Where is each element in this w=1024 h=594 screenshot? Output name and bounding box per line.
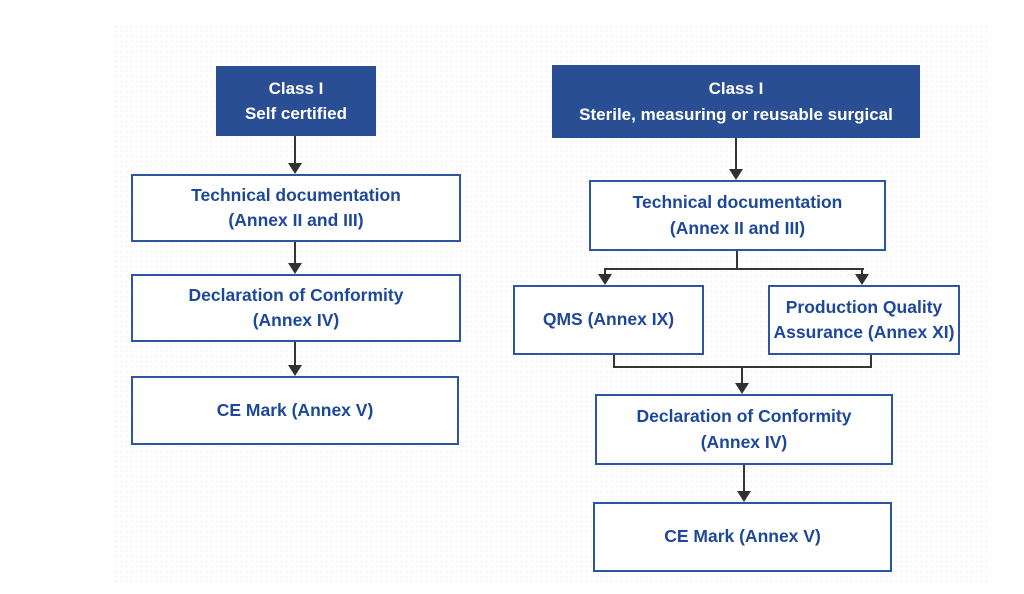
node-label-line: Assurance (Annex XI) bbox=[773, 322, 955, 342]
arrow-down-icon bbox=[598, 274, 612, 285]
connector-line bbox=[861, 268, 863, 275]
node-label-line: (Annex II and III) bbox=[228, 210, 364, 230]
node-class-i-self-certified: Class I Self certified bbox=[216, 66, 376, 136]
connector-line bbox=[294, 342, 296, 366]
node-label-line: Technical documentation bbox=[191, 184, 401, 205]
arrow-down-icon bbox=[288, 163, 302, 174]
connector-line bbox=[604, 268, 606, 275]
node-label-line: QMS (Annex IX) bbox=[542, 309, 675, 330]
connector-line bbox=[741, 367, 743, 383]
node-label-line: Self certified bbox=[244, 104, 348, 123]
node-technical-documentation: Technical documentation (Annex II and II… bbox=[131, 174, 461, 242]
node-label-line: Sterile, measuring or reusable surgical bbox=[579, 104, 893, 124]
connector-line bbox=[613, 355, 615, 368]
node-label-line: CE Mark (Annex V) bbox=[664, 526, 821, 547]
node-label-line: Declaration of Conformity bbox=[188, 284, 404, 305]
node-class-i-sterile-measuring-reusable: Class I Sterile, measuring or reusable s… bbox=[552, 65, 920, 138]
node-label-line: (Annex II and III) bbox=[669, 217, 806, 238]
node-label-line: (Annex IV) bbox=[252, 310, 340, 330]
node-label-line: CE Mark (Annex V) bbox=[216, 399, 374, 420]
node-label-line: Technical documentation bbox=[632, 192, 843, 213]
node-production-quality-assurance: Production Quality Assurance (Annex XI) bbox=[768, 285, 960, 355]
node-label-line: Class I bbox=[708, 79, 764, 98]
node-ce-mark: CE Mark (Annex V) bbox=[131, 376, 459, 445]
connector-line bbox=[294, 242, 296, 264]
connector-line bbox=[604, 268, 864, 270]
node-label-line: Declaration of Conformity bbox=[636, 406, 852, 427]
arrow-down-icon bbox=[855, 274, 869, 285]
arrow-down-icon bbox=[735, 383, 749, 394]
node-label-line: Production Quality bbox=[785, 296, 943, 317]
connector-line bbox=[294, 136, 296, 164]
connector-line bbox=[743, 465, 745, 492]
arrow-down-icon bbox=[288, 263, 302, 274]
connector-line bbox=[736, 251, 738, 269]
node-label-line: (Annex IV) bbox=[700, 431, 788, 452]
arrow-down-icon bbox=[288, 365, 302, 376]
node-ce-mark: CE Mark (Annex V) bbox=[593, 502, 892, 572]
arrow-down-icon bbox=[729, 169, 743, 180]
connector-line bbox=[870, 355, 872, 368]
node-declaration-of-conformity: Declaration of Conformity (Annex IV) bbox=[131, 274, 461, 342]
node-technical-documentation: Technical documentation (Annex II and II… bbox=[589, 180, 886, 251]
node-qms: QMS (Annex IX) bbox=[513, 285, 704, 355]
arrow-down-icon bbox=[737, 491, 751, 502]
connector-line bbox=[735, 138, 737, 170]
node-declaration-of-conformity: Declaration of Conformity (Annex IV) bbox=[595, 394, 893, 465]
node-label-line: Class I bbox=[268, 78, 324, 98]
